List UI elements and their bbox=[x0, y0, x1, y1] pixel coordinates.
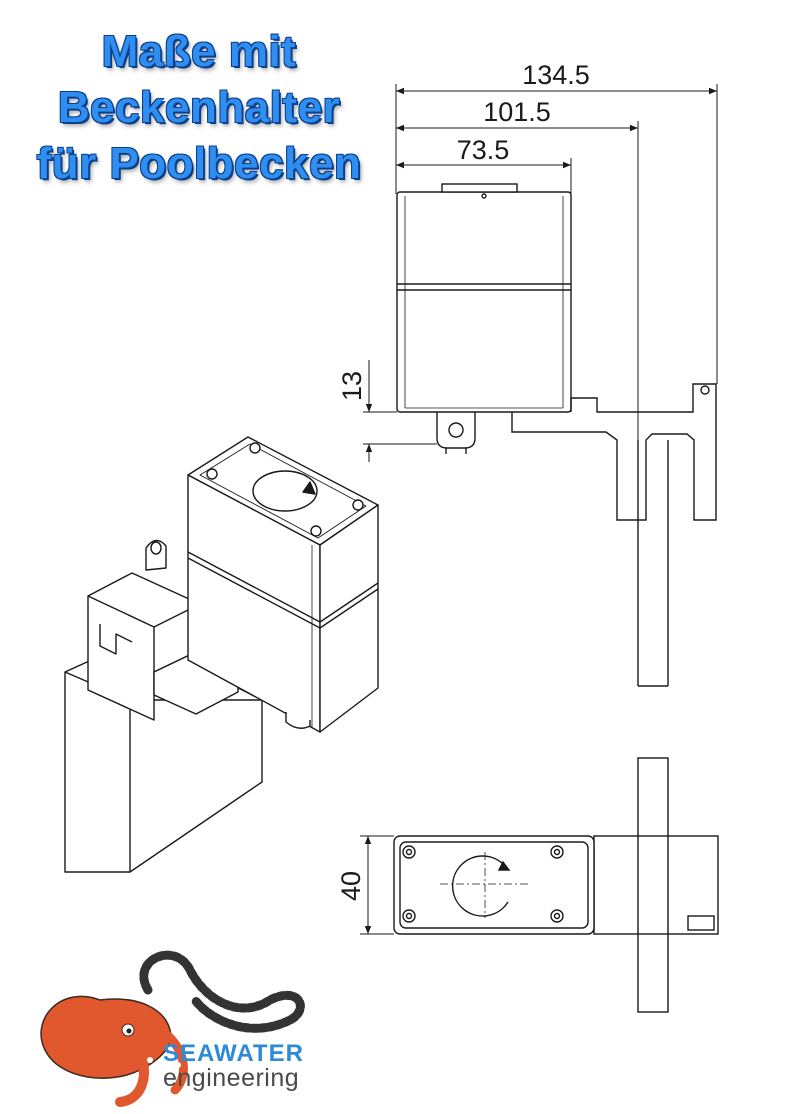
brand-name: SEAWATER bbox=[163, 1040, 304, 1067]
heading: Maße mit Beckenhalter für Poolbecken bbox=[0, 24, 398, 192]
dim-bottom-offset: 13 bbox=[337, 371, 367, 401]
dim-housing-depth: 40 bbox=[336, 871, 366, 901]
heading-line-3: für Poolbecken bbox=[36, 139, 362, 188]
top-view bbox=[360, 757, 719, 1013]
side-view bbox=[363, 84, 718, 687]
dim-housing-to-pool: 101.5 bbox=[483, 97, 551, 127]
octopus-icon bbox=[40, 950, 305, 1107]
dim-housing-width: 73.5 bbox=[457, 135, 510, 165]
heading-line-2: Beckenhalter bbox=[57, 83, 341, 132]
isometric-view bbox=[64, 436, 379, 873]
heading-line-1: Maße mit bbox=[101, 27, 297, 76]
dim-total-width: 134.5 bbox=[522, 60, 590, 90]
brand-subtitle: engineering bbox=[163, 1064, 300, 1092]
